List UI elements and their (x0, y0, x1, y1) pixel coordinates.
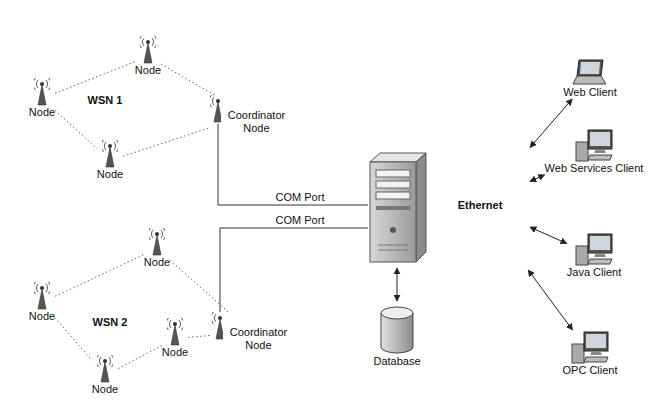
node-label: Node (29, 310, 55, 323)
sensor-node: Node (162, 318, 188, 359)
client-computer: Java Client (567, 232, 621, 279)
node-label: Node (144, 256, 170, 269)
com-wire (218, 124, 368, 205)
node-label: OPC Client (562, 364, 617, 377)
sensor-node: Node (29, 282, 55, 323)
ant-icon (97, 355, 113, 383)
network-cloud: WSN 1NodeNodeNodeCoordinator Node (8, 4, 240, 188)
pc-icon (574, 232, 614, 266)
node-label: Node (97, 168, 123, 181)
mesh-link (123, 128, 210, 156)
web-client: Web Client (563, 58, 617, 99)
mesh-link (55, 318, 92, 361)
node-label: Database (373, 355, 420, 368)
port-label: COM Port (276, 214, 325, 227)
coord-icon (212, 312, 223, 340)
node-label: Web Client (563, 86, 617, 99)
db-icon (379, 305, 415, 355)
network-link (530, 99, 572, 147)
coord-icon (210, 95, 221, 123)
mesh-link (118, 345, 162, 368)
sensor-node: Node (135, 36, 161, 77)
mesh-link (55, 255, 144, 297)
mesh-link (161, 64, 214, 95)
network-name: WSN 1 (88, 94, 123, 107)
pc-icon (570, 330, 610, 364)
coordinator-node: Coordinator Node (212, 312, 289, 352)
laptop-icon (572, 58, 608, 86)
node-label: Web Services Client (545, 162, 644, 175)
ant-icon (140, 36, 156, 64)
com-wire (220, 228, 368, 312)
node-label: Java Client (567, 266, 621, 279)
ant-icon (167, 318, 183, 346)
database-link (397, 268, 398, 301)
server-icon (370, 153, 426, 262)
mesh-link (55, 62, 135, 94)
sensor-node: Node (92, 355, 118, 396)
network-link (530, 175, 545, 182)
network-cloud: WSN 2NodeNodeNodeNodeCoordinator Node (14, 222, 240, 412)
client-computer: OPC Client (562, 330, 617, 377)
port-label: COM Port (276, 191, 325, 204)
ant-icon (34, 78, 50, 106)
network-link (530, 227, 567, 243)
node-label: Node (162, 346, 188, 359)
node-label: Node (29, 106, 55, 119)
database: Database (373, 305, 420, 368)
node-label: Node (92, 383, 118, 396)
network-cloud: Ethernet (430, 140, 530, 270)
sensor-node: Node (97, 140, 123, 181)
mesh-link (170, 260, 228, 312)
sensor-node: Node (29, 78, 55, 119)
coordinator-node: Coordinator Node (210, 95, 287, 135)
node-label: Coordinator Node (227, 326, 289, 352)
pc-icon (574, 128, 614, 162)
client-computer: Web Services Client (545, 128, 644, 175)
mesh-link (188, 335, 212, 337)
network-name: Ethernet (458, 199, 503, 212)
network-name: WSN 2 (93, 316, 128, 329)
ant-icon (149, 228, 165, 256)
mesh-link (55, 110, 97, 148)
ant-icon (102, 140, 118, 168)
node-label: Coordinator Node (225, 109, 287, 135)
ant-icon (34, 282, 50, 310)
node-label: Node (135, 64, 161, 77)
sensor-node: Node (144, 228, 170, 269)
network-link (528, 270, 572, 330)
